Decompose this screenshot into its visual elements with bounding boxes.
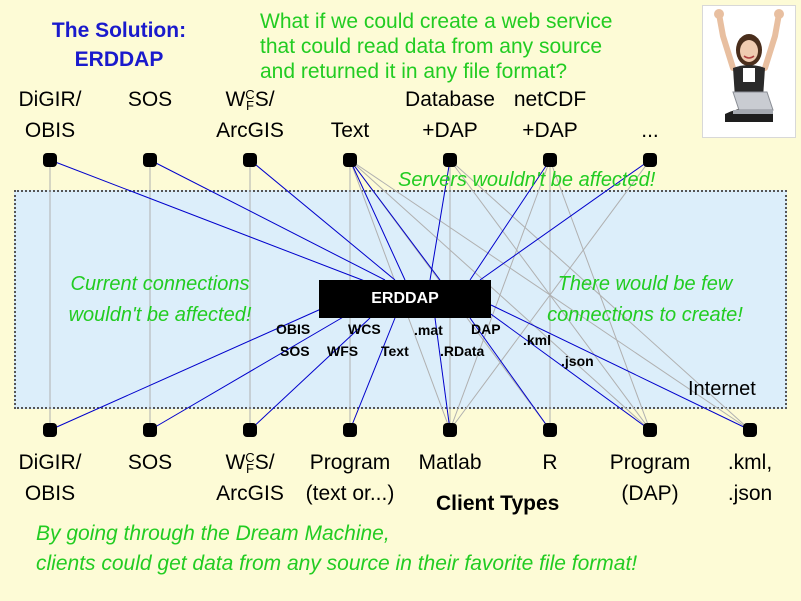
client-node-matlab (443, 423, 457, 437)
client-node-wfcs-arcgis (243, 423, 257, 437)
format-rdata: .RData (440, 343, 485, 359)
server-node-database-dap (443, 153, 457, 167)
direct-connection-line (549, 159, 651, 431)
internet-label: Internet (688, 378, 756, 400)
erddap-to-client-line (249, 317, 371, 431)
format-obis: OBIS (276, 321, 311, 337)
server-sos-label: SOS (127, 88, 173, 111)
format-wfs: WFS (327, 343, 359, 359)
client-matlab-label: Matlab (418, 451, 482, 474)
server-to-erddap-line (49, 159, 371, 284)
client-node-program-dap (643, 423, 657, 437)
client-program-dap-label: Program (DAP) (609, 451, 691, 505)
question-text: What if we could create a web service th… (260, 9, 613, 84)
server-to-erddap-line (349, 159, 406, 281)
erddap-to-client-line (349, 317, 396, 431)
erddap-to-client-line (487, 311, 651, 431)
current-connections-note: Current connections wouldn't be affected… (68, 273, 252, 326)
client-digir-obis-label: DiGIR/ OBIS (18, 451, 82, 505)
format-sos: SOS (280, 343, 310, 359)
server-node-text (343, 153, 357, 167)
client-node-digir-obis (43, 423, 57, 437)
format-dap: DAP (471, 321, 501, 337)
few-connections-note: There would be few connections to create… (547, 273, 743, 326)
server-to-erddap-line (469, 159, 551, 281)
excited-woman-photo (702, 5, 796, 138)
erddap-to-client-line (49, 304, 331, 431)
server-to-erddap-line (249, 159, 396, 281)
server-digir-obis-label: DiGIR/ OBIS (18, 88, 82, 142)
format-wcs: WCS (348, 321, 381, 337)
client-node-kml-json (743, 423, 757, 437)
erddap-box: ERDDAP (319, 280, 491, 318)
server-node-wfcs-arcgis (243, 153, 257, 167)
direct-connection-line (449, 159, 551, 431)
server-to-erddap-line (149, 159, 386, 281)
title-line-2: ERDDAP (74, 48, 164, 71)
erddap-to-client-line (490, 304, 751, 431)
erddap-to-client-line (469, 317, 551, 431)
server-database-dap-label: Database +DAP (405, 88, 495, 142)
server-to-erddap-line (349, 159, 441, 281)
server-node-more (643, 153, 657, 167)
client-program-text-label: Program (text or...) (305, 451, 395, 505)
client-types-label: Client Types (436, 492, 560, 515)
server-node-netcdf-dap (543, 153, 557, 167)
direct-connection-line (449, 159, 651, 431)
format-mat: .mat (414, 322, 443, 338)
server-text-label: Text (330, 119, 370, 142)
question-line-2: that could read data from any source (260, 35, 603, 58)
question-line-1: What if we could create a web service (260, 10, 613, 33)
server-more-label: ... (641, 119, 659, 142)
erddap-to-client-line (434, 317, 451, 431)
server-node-sos (143, 153, 157, 167)
client-node-program-text (343, 423, 357, 437)
server-netcdf-dap-label: netCDF +DAP (513, 88, 587, 142)
server-to-erddap-line (479, 159, 651, 281)
client-node-r (543, 423, 557, 437)
client-kml-json-label: .kml, .json (727, 451, 773, 505)
server-to-erddap-line (429, 159, 451, 281)
client-node-sos (143, 423, 157, 437)
erddap-to-client-line (149, 315, 346, 431)
format-text: Text (381, 343, 409, 359)
format-json: .json (561, 353, 594, 369)
client-sos-label: SOS (127, 451, 173, 474)
format-kml: .kml (523, 332, 552, 348)
client-r-label: R (542, 451, 558, 474)
server-node-digir-obis (43, 153, 57, 167)
title-line-1: The Solution: (51, 19, 187, 42)
page-title: The Solution: ERDDAP (4, 16, 234, 74)
bottom-text: By going through the Dream Machine, clie… (36, 522, 638, 575)
question-line-3: and returned it in any file format? (260, 60, 568, 83)
servers-unaffected-note: Servers wouldn't be affected! (398, 169, 656, 191)
